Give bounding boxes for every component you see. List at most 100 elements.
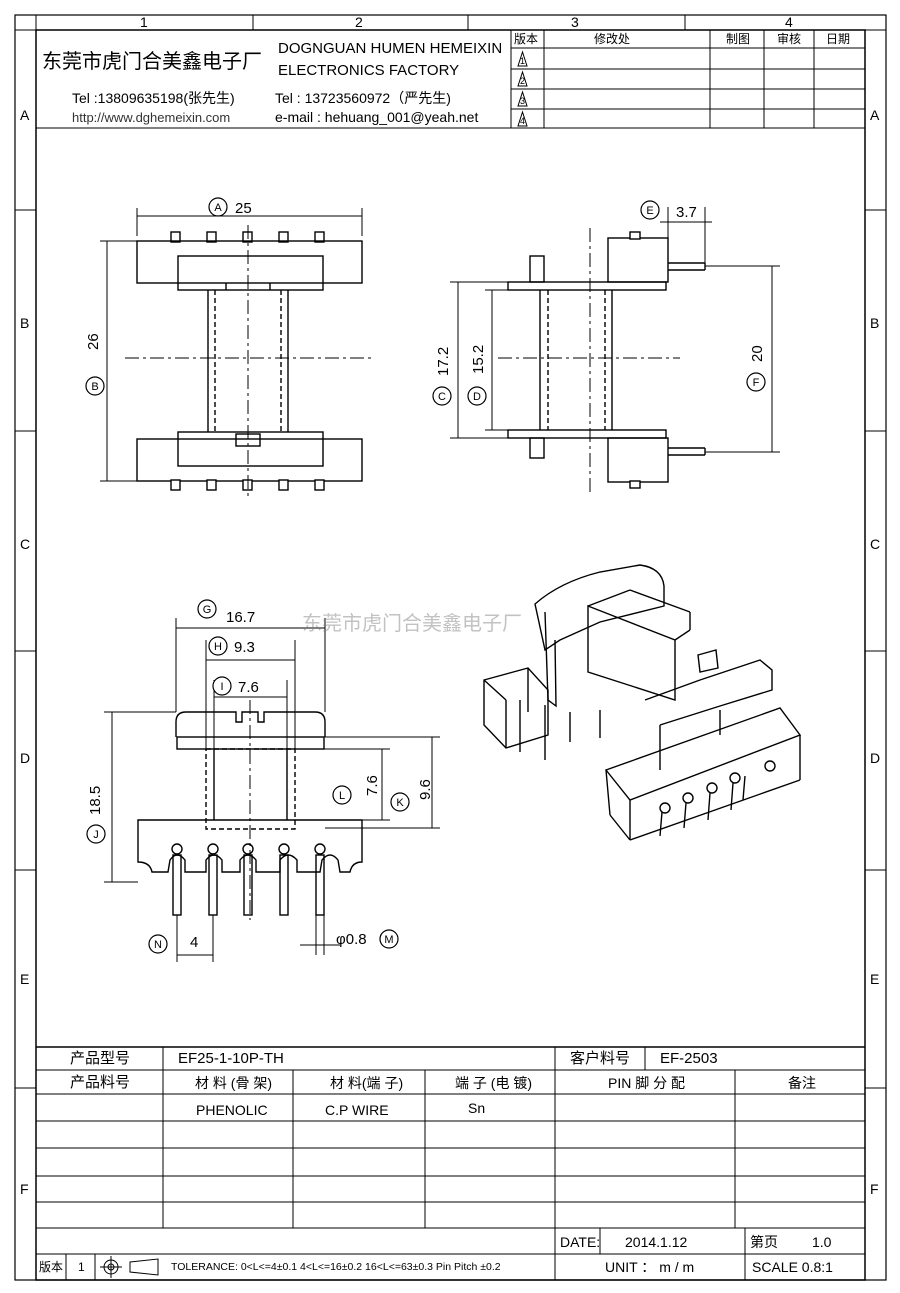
- front-view: [137, 711, 363, 916]
- dim-marker-b: [85, 376, 105, 396]
- svg-text:G: G: [203, 604, 212, 616]
- svg-text:B: B: [91, 381, 98, 393]
- dim-marker-a: [208, 197, 228, 217]
- row-letter-d-right: D: [870, 750, 881, 766]
- dim-marker-j: [86, 824, 106, 844]
- svg-text:C: C: [438, 391, 446, 403]
- row-letter-a-right: A: [870, 107, 880, 123]
- dim-value-g: 16.7: [226, 609, 256, 626]
- svg-text:N: N: [154, 939, 162, 951]
- row-letter-c-right: C: [870, 536, 881, 552]
- label-version: 版本: [39, 1260, 64, 1274]
- row-letter-d: D: [20, 750, 31, 766]
- dim-marker-c: [432, 386, 452, 406]
- rev-header-version: 版本: [514, 32, 539, 46]
- row-letter-e: E: [20, 971, 30, 987]
- dim-value-j: 18.5: [87, 785, 104, 815]
- svg-text:J: J: [93, 829, 99, 841]
- rev-number-3: 3: [520, 96, 526, 106]
- row-letter-b-right: B: [870, 315, 880, 331]
- tolerance-note: TOLERANCE: 0<L<=4±0.1 4<L<=16±0.2 16<L<=…: [171, 1261, 501, 1273]
- dim-value-l: 7.6: [364, 775, 381, 796]
- dim-value-b: 26: [85, 333, 102, 350]
- dim-marker-l: [332, 785, 352, 805]
- row-letter-c: C: [20, 536, 31, 552]
- rev-header-change: 修改处: [594, 32, 631, 46]
- company-name-en-line2: ELECTRONICS FACTORY: [278, 62, 460, 79]
- row-letter-f-right: F: [870, 1181, 879, 1197]
- company-email: e-mail : hehuang_001@yeah.net: [275, 109, 479, 125]
- dim-value-e: 3.7: [676, 204, 697, 221]
- value-product-model: EF25-1-10P-TH: [178, 1050, 284, 1067]
- rev-header-drawn: 制图: [726, 32, 751, 46]
- row-letter-f: F: [20, 1181, 29, 1197]
- dim-marker-h: [208, 636, 228, 656]
- dim-marker-g: [197, 599, 217, 619]
- col-plating: 端 子 (电 镀): [455, 1075, 532, 1091]
- value-plating: Sn: [468, 1100, 486, 1116]
- rev-number-2: 2: [520, 76, 526, 86]
- col-bobbin-material: 材 料 (骨 架): [195, 1075, 272, 1091]
- dim-marker-i: [212, 676, 232, 696]
- column-number-1: 1: [140, 14, 148, 30]
- label-product-model: 产品型号: [70, 1050, 131, 1067]
- label-customer-pn: 客户料号: [570, 1050, 631, 1067]
- row-letter-a: A: [20, 107, 30, 123]
- dim-marker-n: [148, 934, 168, 954]
- svg-text:I: I: [220, 681, 223, 693]
- svg-text:E: E: [646, 205, 653, 217]
- dim-marker-e: [640, 200, 660, 220]
- svg-text:K: K: [396, 797, 404, 809]
- dim-value-n: 4: [190, 934, 199, 951]
- value-date: 2014.1.12: [625, 1234, 688, 1250]
- dim-marker-d: [467, 386, 487, 406]
- label-date: DATE:: [560, 1234, 601, 1250]
- label-page: 第页: [750, 1234, 778, 1250]
- scale-note: SCALE 0.8:1: [752, 1259, 833, 1275]
- rev-header-date: 日期: [826, 32, 851, 46]
- column-number-4: 4: [785, 14, 793, 30]
- rev-number-4: 4: [520, 116, 526, 126]
- side-view: [507, 231, 706, 489]
- dim-marker-m: [379, 929, 399, 949]
- contact-tel-2: Tel : 13723560972（严先生): [275, 90, 451, 106]
- technical-drawing: A B C D E F G H I J K L M N: [85, 197, 802, 962]
- dim-marker-k: [390, 792, 410, 812]
- col-note: 备注: [788, 1075, 816, 1091]
- svg-text:H: H: [214, 641, 222, 653]
- svg-text:D: D: [473, 391, 481, 403]
- dim-value-c: 17.2: [435, 346, 452, 376]
- company-website: http://www.dghemeixin.com: [72, 110, 231, 125]
- isometric-view: [483, 564, 802, 841]
- dim-value-a: 25: [235, 200, 252, 217]
- svg-text:F: F: [753, 377, 760, 389]
- dim-value-k: 9.6: [417, 779, 434, 800]
- column-number-2: 2: [355, 14, 363, 30]
- svg-text:A: A: [214, 202, 222, 214]
- top-view: [136, 231, 363, 491]
- rev-header-checked: 审核: [777, 32, 802, 46]
- dim-value-m: φ0.8: [336, 931, 367, 948]
- svg-text:L: L: [339, 790, 345, 802]
- dim-marker-f: [746, 372, 766, 392]
- dim-value-d: 15.2: [470, 344, 487, 374]
- dim-value-i: 7.6: [238, 679, 259, 696]
- value-bobbin-material: PHENOLIC: [196, 1102, 268, 1118]
- col-terminal-material: 材 料(端 子): [330, 1075, 404, 1091]
- unit-note: UNIT ： m / m: [605, 1259, 695, 1275]
- value-customer-pn: EF-2503: [660, 1050, 718, 1067]
- value-terminal-material: C.P WIRE: [325, 1102, 389, 1118]
- row-letter-e-right: E: [870, 971, 880, 987]
- company-name-cn: 东莞市虎门合美鑫电子厂: [42, 51, 262, 73]
- label-part-no: 产品料号: [70, 1074, 131, 1091]
- value-page: 1.0: [812, 1234, 832, 1250]
- watermark: 东莞市虎门合美鑫电子厂: [302, 613, 522, 635]
- rev-number-1: 1: [520, 56, 526, 66]
- row-letter-b: B: [20, 315, 30, 331]
- company-name-en-line1: DOGNGUAN HUMEN HEMEIXIN: [278, 40, 503, 57]
- column-number-3: 3: [571, 14, 579, 30]
- value-version: 1: [78, 1260, 85, 1274]
- col-pin-assignment: PIN 脚 分 配: [608, 1075, 686, 1091]
- spec-table-grid: [36, 1046, 865, 1281]
- svg-text:M: M: [384, 934, 393, 946]
